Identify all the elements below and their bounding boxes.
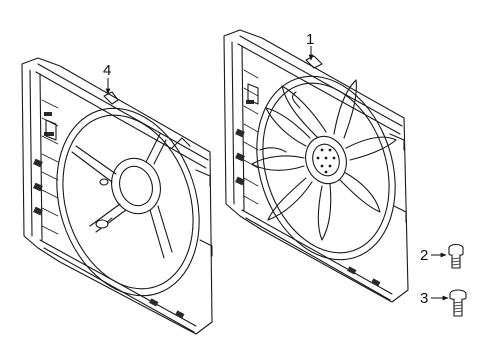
callout-2-label: 2 (420, 247, 428, 264)
fan-shroud-left (21, 57, 213, 335)
callout-3-label: 3 (420, 290, 428, 307)
bolt-part-3 (449, 289, 467, 317)
fan-assembly-right (223, 29, 409, 303)
callout-1-label: 1 (306, 31, 314, 48)
callout-4-label: 4 (103, 62, 111, 79)
callout-2: 2 (420, 247, 447, 264)
callout-1: 1 (306, 31, 314, 61)
callout-4: 4 (103, 62, 111, 95)
callout-3: 3 (420, 290, 449, 307)
fan-blades (251, 79, 397, 241)
bolt-part-2 (448, 243, 464, 269)
